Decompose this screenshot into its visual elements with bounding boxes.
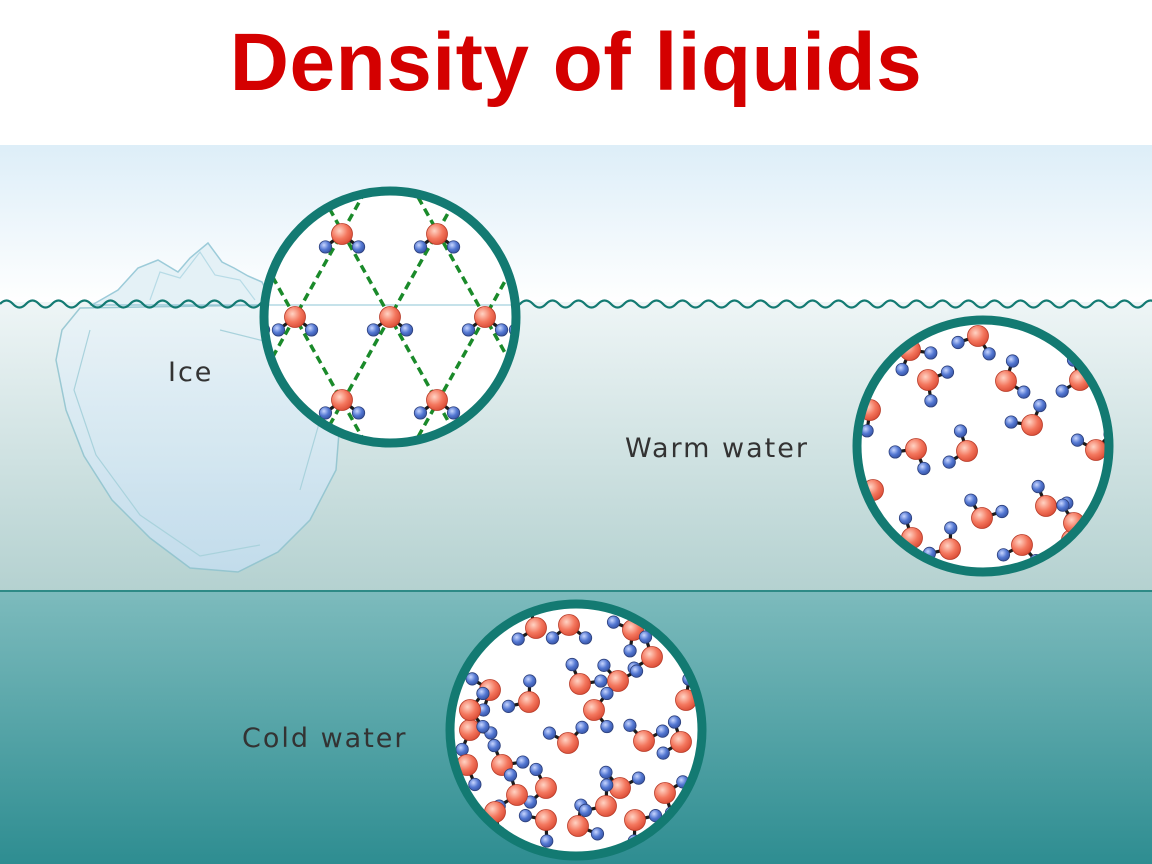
- water-molecule-icon: [888, 438, 931, 476]
- water-molecule-icon: [518, 809, 557, 848]
- iceberg-icon: [55, 241, 341, 573]
- ice-lattice-circle: [259, 186, 521, 448]
- water-molecule-icon: [413, 389, 461, 420]
- page-title: Density of liquids: [229, 17, 923, 108]
- water-molecule-icon: [597, 658, 644, 692]
- water-molecule-icon: [459, 686, 490, 734]
- water-molecule-icon: [599, 765, 646, 799]
- ice-label: Ice: [168, 357, 213, 388]
- water-molecule-icon: [583, 686, 614, 734]
- water-molecule-icon: [413, 223, 461, 254]
- water-molecule-icon: [964, 493, 1009, 529]
- water-molecule-icon: [951, 325, 996, 361]
- water-molecule-icon: [545, 614, 593, 645]
- water-surface: [0, 299, 1152, 309]
- water-molecule-icon: [501, 674, 540, 713]
- water-molecule-icon: [318, 223, 366, 254]
- water-molecule-icon: [492, 768, 528, 813]
- water-molecule-icon: [917, 365, 955, 408]
- water-molecule-icon: [623, 718, 670, 752]
- water-molecule-icon: [942, 424, 978, 469]
- cold-water-label: Cold water: [242, 723, 408, 754]
- water-molecule-icon: [461, 306, 509, 337]
- water-molecule-icon: [318, 389, 366, 420]
- water-molecule-icon: [565, 657, 608, 695]
- water-molecule-icon: [656, 715, 692, 760]
- water-molecule-icon: [523, 762, 557, 809]
- cold-water-circle: [445, 599, 707, 861]
- water-molecule-icon: [542, 720, 589, 754]
- water-molecule-icon: [995, 354, 1031, 399]
- water-molecule-icon: [567, 798, 605, 841]
- water-molecule-icon: [271, 306, 319, 337]
- water-molecule-icon: [1004, 398, 1047, 436]
- water-molecule-icon: [366, 306, 414, 337]
- water-molecule-icon: [455, 719, 498, 757]
- warm-water-label: Warm water: [625, 433, 809, 464]
- water-molecule-icon: [578, 778, 617, 817]
